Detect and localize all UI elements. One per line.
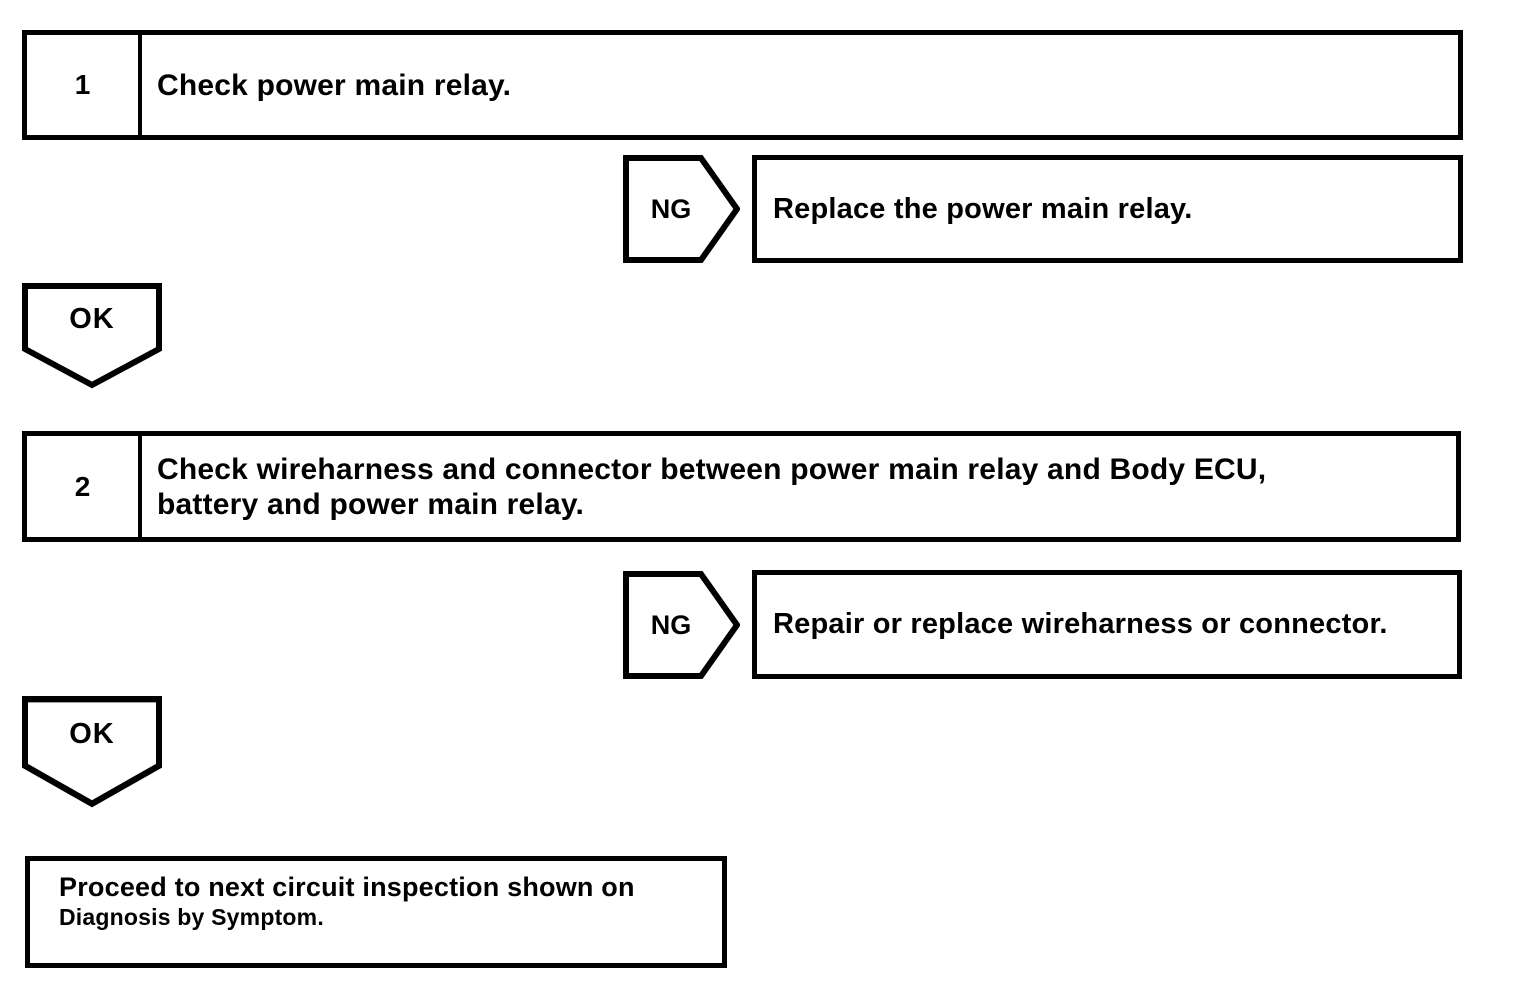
step-2-ng-action-box: Repair or replace wireharness or connect… <box>752 570 1462 679</box>
ok-arrow-icon <box>22 696 162 808</box>
step-1-ng-pointer: NG <box>623 155 740 263</box>
step-2-ok-label: OK <box>69 717 115 750</box>
step-2-ng-label: NG <box>650 609 692 640</box>
ng-arrow-icon <box>623 155 740 263</box>
step-1-ng-label: NG <box>650 193 692 224</box>
step-2-instruction: Check wireharness and connector between … <box>157 452 1267 521</box>
step-2-ng-pointer: NG <box>623 571 740 679</box>
final-instruction-line2: Diagnosis by Symptom. <box>59 904 324 930</box>
step-2-number: 2 <box>27 436 142 537</box>
step-1-box: 1 Check power main relay. <box>22 30 1463 140</box>
final-instruction-line1: Proceed to next circuit inspection shown… <box>59 872 635 902</box>
step-1-ng-action-text: Replace the power main relay. <box>773 192 1193 225</box>
step-2-ok-pointer: OK <box>22 696 162 808</box>
ng-arrow-icon <box>623 571 740 679</box>
step-1-ok-pointer: OK <box>22 283 162 389</box>
step-1-ng-action-box: Replace the power main relay. <box>752 155 1463 263</box>
step-1-number: 1 <box>27 35 142 135</box>
final-instruction-box: Proceed to next circuit inspection shown… <box>25 856 727 968</box>
step-1-ok-label: OK <box>69 302 115 335</box>
ok-arrow-icon <box>22 283 162 389</box>
step-1-instruction: Check power main relay. <box>157 68 512 102</box>
step-2-ng-action-text: Repair or replace wireharness or connect… <box>773 608 1388 640</box>
step-2-box: 2 Check wireharness and connector betwee… <box>22 431 1461 542</box>
